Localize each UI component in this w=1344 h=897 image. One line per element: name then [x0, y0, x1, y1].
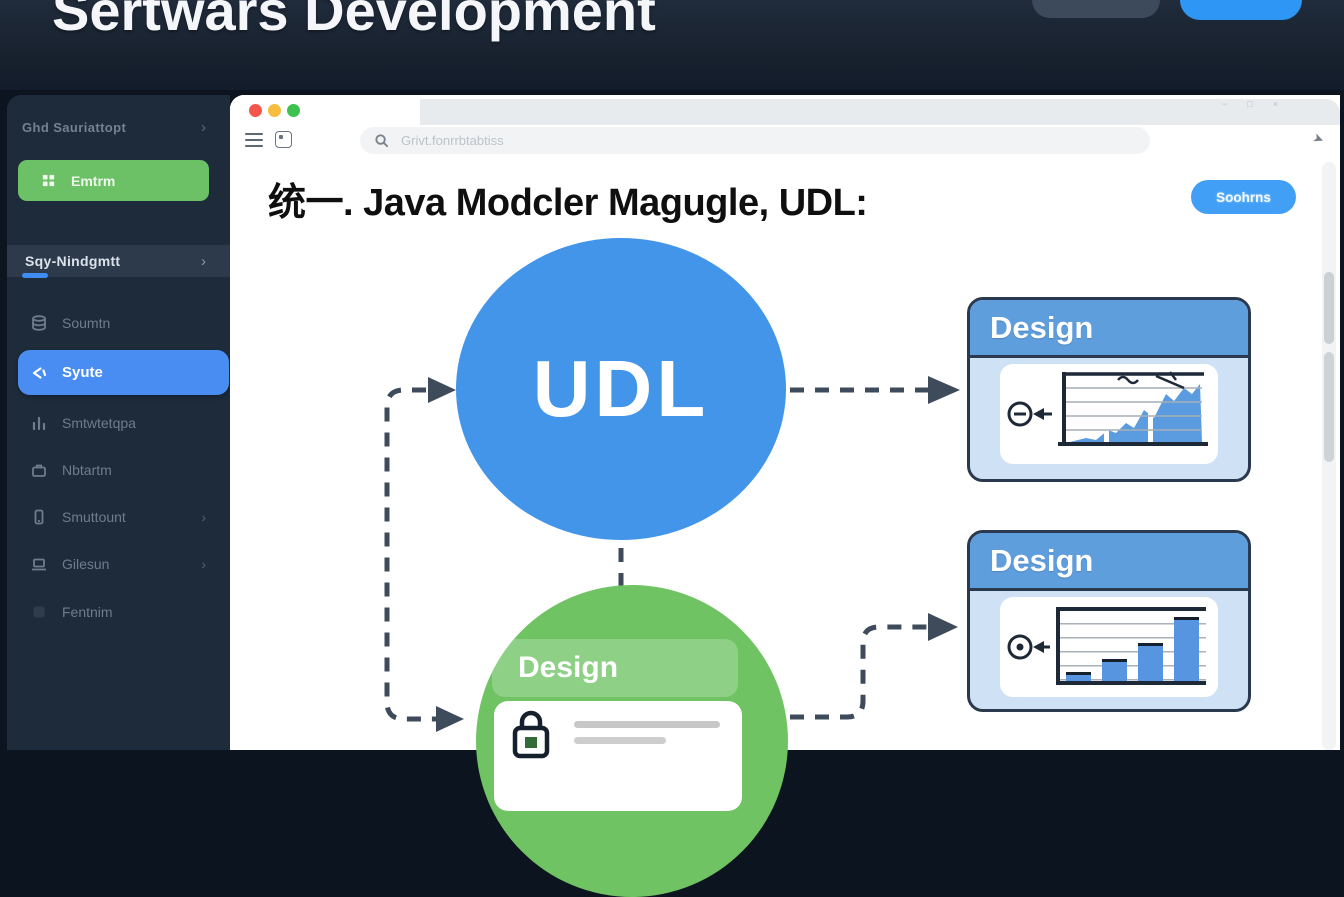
phone-icon: [30, 508, 48, 526]
sidebar-item-label: Smtwtetqpa: [62, 415, 136, 431]
sidebar-item-label: Syute: [62, 364, 103, 381]
chevron-right-icon: ›: [201, 252, 206, 270]
chevron-right-icon: ›: [201, 509, 206, 525]
sidebar-item-database[interactable]: Soumtn: [18, 311, 228, 335]
window-controls[interactable]: − □ ×: [1222, 99, 1283, 109]
zoom-traffic-light[interactable]: [287, 104, 300, 117]
placeholder-text-line: [574, 737, 666, 744]
search-input[interactable]: [399, 132, 1043, 149]
scrollbar-thumb[interactable]: [1324, 272, 1334, 344]
sidebar-primary-button[interactable]: Emtrm: [18, 160, 209, 201]
design-box-bottom: Design: [967, 530, 1251, 712]
sidebar-section-row[interactable]: Sqy-Nindgmtt ›: [7, 245, 230, 277]
active-section-underline: [22, 273, 48, 278]
content-heading: 统一. Java Modcler Magugle, UDL:: [268, 182, 868, 224]
sidebar-item-code-active[interactable]: Syute: [18, 350, 229, 395]
sidebar-toggle-icon[interactable]: [275, 131, 292, 148]
browser-window: − □ × ➤: [230, 95, 1340, 897]
database-icon: [30, 314, 48, 332]
sidebar-item-projects[interactable]: Nbtartm: [18, 458, 228, 482]
design-box-title: Design: [990, 542, 1094, 578]
sidebar-item-label: Nbtartm: [62, 462, 112, 478]
bar: [1174, 616, 1199, 681]
sidebar-item-misc[interactable]: Fentnim: [18, 600, 228, 624]
sidebar-header-label: Ghd Sauriattopt: [22, 119, 127, 135]
sidebar-header[interactable]: Ghd Sauriattopt ›: [22, 117, 220, 137]
browser-toolbar: ➤: [230, 125, 1340, 158]
design-node-title-band: Design: [492, 639, 738, 697]
udl-node-label: UDL: [532, 344, 710, 433]
sidebar-item-label: Soumtn: [62, 315, 111, 331]
design-node-card: [494, 701, 742, 811]
traffic-lights: [249, 104, 300, 117]
close-traffic-light[interactable]: [249, 104, 262, 117]
placeholder-text-line: [574, 721, 720, 728]
sidebar-item-mobile[interactable]: Smuttount ›: [18, 505, 228, 529]
sidebar: Ghd Sauriattopt › Emtrm Sqy-Nindgmtt › S…: [7, 95, 230, 750]
sidebar-item-label: Gilesun: [62, 556, 110, 572]
design-box-header: Design: [970, 300, 1248, 358]
briefcase-icon: [30, 461, 48, 479]
menu-icon[interactable]: [245, 133, 263, 148]
page-content: 统一. Java Modcler Magugle, UDL: Soohrns U…: [230, 157, 1340, 897]
sidebar-primary-button-label: Emtrm: [71, 172, 116, 189]
search-icon: [374, 133, 389, 148]
bar-chart-icon: [30, 414, 48, 432]
page-title: Sertwars Development: [52, 0, 656, 42]
app-header: Sertwars Development: [0, 0, 1344, 90]
design-box-header: Design: [970, 533, 1248, 591]
square-icon: [30, 603, 48, 621]
design-box-card: [1000, 597, 1218, 697]
scrollbar[interactable]: [1322, 162, 1336, 750]
bar: [1138, 642, 1163, 681]
design-box-title: Design: [990, 309, 1094, 345]
line-chart-icon: [1007, 371, 1208, 446]
design-node-green: Design: [476, 585, 788, 897]
sidebar-item-label: Fentnim: [62, 604, 113, 620]
udl-node: UDL: [456, 238, 786, 540]
target-icon: [1007, 634, 1050, 660]
design-box-top: Design: [967, 297, 1251, 482]
minimize-traffic-light[interactable]: [268, 104, 281, 117]
bar: [1102, 658, 1127, 681]
address-bar[interactable]: [360, 127, 1150, 154]
header-primary-button[interactable]: [1180, 0, 1302, 20]
go-arrow-icon[interactable]: ➤: [1310, 129, 1327, 148]
grid-icon: [40, 172, 58, 189]
design-box-card: [1000, 364, 1218, 464]
laptop-icon: [30, 555, 48, 573]
lock-icon: [506, 707, 556, 759]
scrollbar-thumb[interactable]: [1324, 352, 1334, 462]
chevron-right-icon: ›: [201, 556, 206, 572]
sidebar-section-label: Sqy-Nindgmtt: [25, 253, 121, 269]
header-secondary-button[interactable]: [1032, 0, 1160, 18]
code-icon: [30, 364, 48, 382]
design-node-label: Design: [518, 651, 619, 684]
bar-chart-icon: [1056, 607, 1206, 685]
bar: [1066, 671, 1091, 681]
sidebar-item-label: Smuttount: [62, 509, 126, 525]
tab-strip-background: [420, 99, 1340, 126]
chevron-right-icon: ›: [201, 118, 206, 136]
browser-tab-strip: − □ ×: [230, 95, 1340, 126]
sidebar-item-analytics[interactable]: Smtwtetqpa: [18, 411, 228, 435]
content-action-button[interactable]: Soohrns: [1191, 180, 1296, 214]
sidebar-item-desktop[interactable]: Gilesun ›: [18, 552, 228, 576]
